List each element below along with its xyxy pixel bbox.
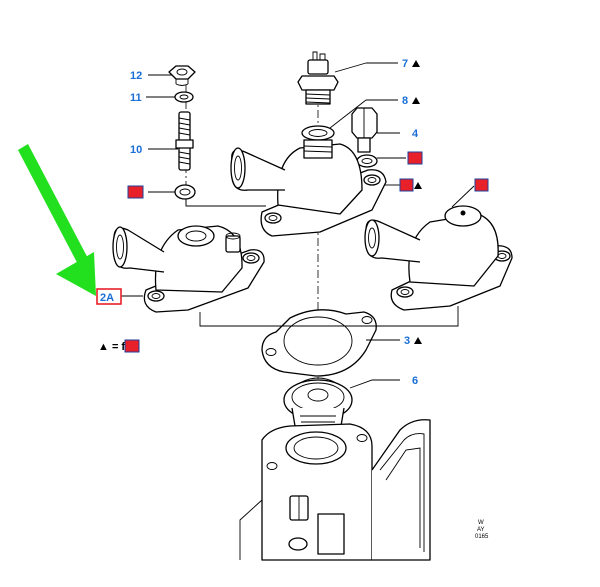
- callout-3: 3: [404, 335, 410, 347]
- highlight-label-2a-text: 2A: [100, 292, 114, 304]
- drawing-code-line-3: 0165: [475, 534, 489, 540]
- red-marker-9: [127, 185, 144, 199]
- red-marker-2: [399, 178, 414, 192]
- callout-4: 4: [412, 128, 419, 140]
- part-9-seal: [174, 184, 196, 200]
- part-7-temperature-sender: [297, 51, 339, 105]
- legend-text: ▲ = f: [98, 341, 125, 353]
- part-4-bolt: [351, 107, 378, 153]
- triangle-icon: [414, 182, 422, 189]
- legend-red-marker: [124, 339, 140, 353]
- part-5-washer: [356, 154, 378, 168]
- engine-cylinder-head: [239, 419, 431, 561]
- callout-12: 12: [130, 70, 142, 82]
- drawing-code-line-1: W: [478, 520, 484, 526]
- triangle-icon: [414, 337, 422, 344]
- triangle-icon: [412, 97, 420, 104]
- legend: ▲ = f: [98, 339, 140, 353]
- part-3-gasket: [261, 309, 377, 377]
- leader-lines: [120, 62, 475, 389]
- part-10-stud: [175, 111, 194, 171]
- drawing-code: W AY 0165: [475, 520, 489, 540]
- triangle-icon: [412, 60, 420, 67]
- callout-8: 8: [402, 95, 408, 107]
- part-2-thermostat-housing: [230, 139, 387, 237]
- part-8-washer: [301, 125, 335, 141]
- highlight-label-2a: 2A: [96, 288, 122, 305]
- part-11-washer: [174, 91, 194, 103]
- drawing-code-line-2: AY: [477, 527, 485, 533]
- part-12-nut: [168, 65, 196, 86]
- red-marker-1: [474, 178, 489, 192]
- part-2a-alternative-housing: [112, 225, 265, 313]
- part-1-alternative-housing: [364, 205, 513, 311]
- green-pointer-arrow: [18, 144, 96, 296]
- callout-10: 10: [130, 144, 142, 156]
- callout-7: 7: [402, 58, 408, 70]
- callout-11: 11: [130, 92, 142, 104]
- callout-6: 6: [412, 375, 418, 387]
- red-marker-5: [407, 151, 423, 165]
